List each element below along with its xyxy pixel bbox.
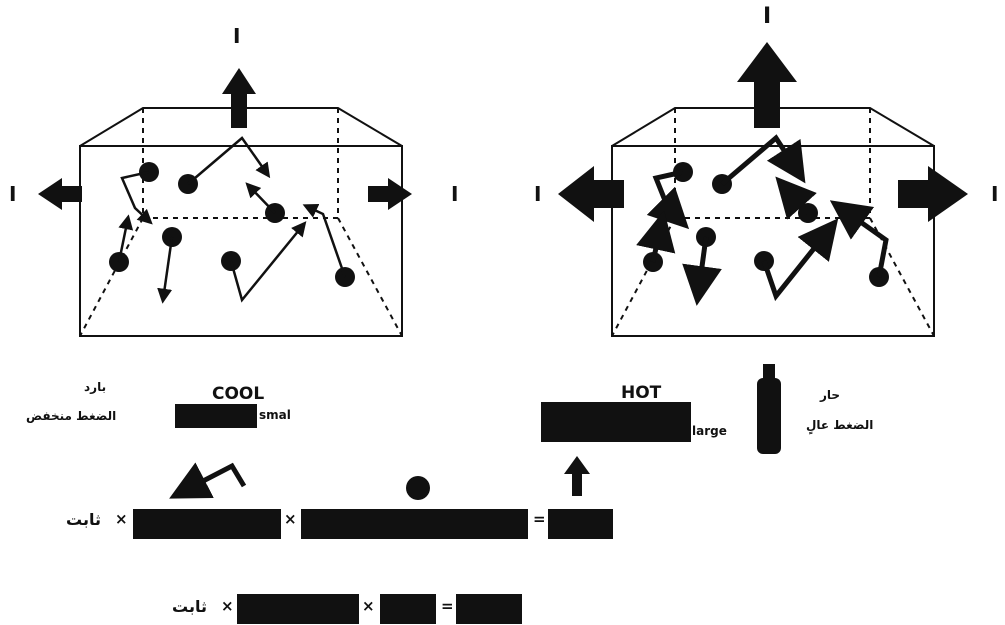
eq1-result <box>548 509 613 539</box>
pressure-gauge-icon <box>757 364 781 454</box>
eq1-term-1 <box>133 509 281 539</box>
eq2-result <box>456 594 522 624</box>
eq1-times-2: × <box>284 510 297 528</box>
cool-left-arrow-label: I <box>9 182 17 206</box>
velocity-arrow-icon <box>169 462 247 499</box>
eq1-constant: ثابت <box>66 510 101 529</box>
cool-trajectories <box>117 136 347 304</box>
cool-force-arrow-up <box>222 68 256 128</box>
cool-container-box <box>79 107 403 337</box>
hot-force-arrow-right <box>898 166 968 222</box>
eq2-term-1 <box>237 594 359 624</box>
cool-force-bar <box>175 404 257 428</box>
eq2-constant: ثابت <box>172 597 207 616</box>
eq2-term-2 <box>380 594 436 624</box>
hot-force-label: large <box>692 424 727 438</box>
cool-arabic-title: بارد <box>84 380 107 394</box>
hot-right-arrow-label: I <box>991 182 999 206</box>
eq1-times-1: × <box>115 510 128 528</box>
hot-force-arrow-left <box>558 166 624 222</box>
hot-pressure-text: الضغط عالٍ <box>806 418 874 432</box>
hot-top-arrow-label: I <box>763 4 772 29</box>
cool-title: COOL <box>212 384 265 404</box>
molecule-icon <box>406 476 430 500</box>
hot-arabic-title: حار <box>820 388 841 402</box>
hot-force-arrow-up <box>737 42 797 128</box>
eq2-equals: = <box>441 597 454 615</box>
cool-pressure-text: الضغط منخفض <box>26 409 117 423</box>
eq2-times-1: × <box>221 597 234 615</box>
hot-force-bar <box>541 402 691 442</box>
eq1-term-2 <box>301 509 528 539</box>
eq2-times-2: × <box>362 597 375 615</box>
hot-left-arrow-label: I <box>534 182 542 206</box>
hot-trajectories <box>636 134 889 306</box>
cool-right-arrow-label: I <box>451 182 459 206</box>
eq1-equals: = <box>533 510 546 528</box>
cool-force-label: smal <box>259 408 291 422</box>
hot-title: HOT <box>621 383 662 403</box>
cool-top-arrow-label: I <box>233 24 241 48</box>
cool-force-arrow-left <box>38 178 82 210</box>
pressure-arrow-icon <box>564 456 590 496</box>
cool-force-arrow-right <box>368 178 412 210</box>
